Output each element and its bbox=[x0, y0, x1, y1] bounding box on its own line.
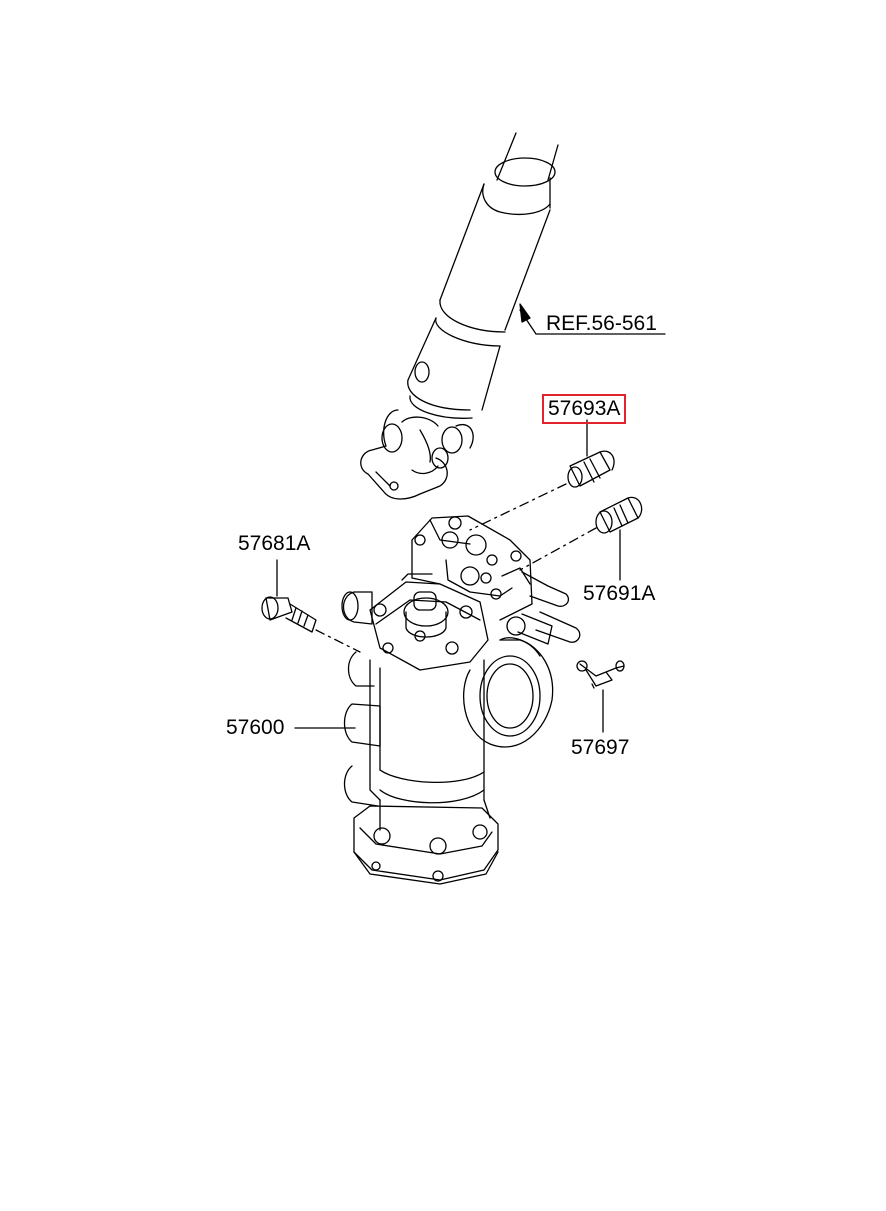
elbow-fitting-57697 bbox=[576, 660, 625, 689]
ref-label[interactable]: REF.56-561 bbox=[546, 312, 657, 335]
gear-box-57600 bbox=[341, 515, 581, 885]
ref-arrowhead bbox=[519, 303, 531, 323]
fitting-57693A bbox=[567, 450, 615, 488]
bolt-57681A bbox=[261, 596, 317, 633]
part-label-57681A[interactable]: 57681A bbox=[238, 532, 311, 555]
assembly-dashed-lines bbox=[315, 483, 597, 653]
part-label-57600[interactable]: 57600 bbox=[226, 716, 285, 739]
part-label-57691A[interactable]: 57691A bbox=[583, 582, 656, 605]
part-label-57693A[interactable]: 57693A bbox=[542, 394, 627, 424]
part-label-57697[interactable]: 57697 bbox=[571, 736, 630, 759]
fitting-57691A bbox=[595, 496, 643, 534]
leader-lines bbox=[276, 303, 666, 733]
universal-joint bbox=[360, 409, 474, 500]
steering-column-shaft bbox=[407, 132, 559, 419]
